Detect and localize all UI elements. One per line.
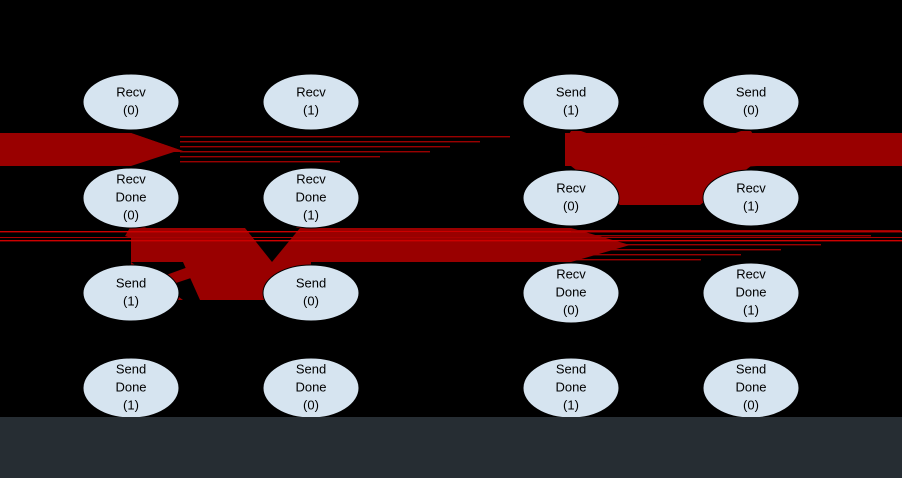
edge-send0-recv0-shaft bbox=[622, 133, 757, 175]
node-ellipse[interactable] bbox=[262, 73, 360, 131]
edge-scanlines bbox=[0, 136, 902, 261]
node-label: Send bbox=[116, 275, 146, 290]
node-label: Done bbox=[115, 189, 146, 204]
node-label: Recv bbox=[556, 180, 586, 195]
node-label: Send bbox=[296, 361, 326, 376]
node-label: (1) bbox=[743, 302, 759, 317]
node-label: Recv bbox=[736, 266, 766, 281]
node-label: Send bbox=[736, 84, 766, 99]
node-label: (0) bbox=[123, 207, 139, 222]
node-label: Done bbox=[735, 379, 766, 394]
node-label: (1) bbox=[563, 397, 579, 412]
node-label: (0) bbox=[563, 302, 579, 317]
node-label: (1) bbox=[123, 293, 139, 308]
node-label: (1) bbox=[303, 207, 319, 222]
status-bar bbox=[0, 417, 902, 478]
graph-node[interactable]: Send (0) bbox=[702, 73, 800, 131]
node-layer[interactable]: Recv(0)Recv(1)Send(1)Send(0)RecvDone(0)R… bbox=[82, 73, 800, 419]
node-label: Send bbox=[296, 275, 326, 290]
node-label: (1) bbox=[743, 198, 759, 213]
graph-node[interactable]: Send (1) bbox=[82, 264, 180, 322]
node-ellipse[interactable] bbox=[82, 264, 180, 322]
node-label: Done bbox=[115, 379, 146, 394]
node-label: Recv bbox=[116, 84, 146, 99]
graph-node[interactable]: Recv (0) bbox=[82, 73, 180, 131]
graph-node[interactable]: Recv (1) bbox=[262, 73, 360, 131]
node-label: Send bbox=[736, 361, 766, 376]
edge-left-cross-wedge-a bbox=[245, 228, 300, 262]
node-label: Done bbox=[735, 284, 766, 299]
node-ellipse[interactable] bbox=[522, 73, 620, 131]
node-ellipse[interactable] bbox=[702, 169, 800, 227]
node-label: (0) bbox=[303, 397, 319, 412]
node-ellipse[interactable] bbox=[702, 73, 800, 131]
graph-node[interactable]: Send (0) bbox=[262, 264, 360, 322]
node-label: Done bbox=[295, 379, 326, 394]
edge-recv0mid-recvdone0b-band bbox=[311, 228, 571, 262]
node-label: Recv bbox=[116, 171, 146, 186]
node-label: (0) bbox=[743, 102, 759, 117]
node-ellipse[interactable] bbox=[82, 73, 180, 131]
node-label: (0) bbox=[123, 102, 139, 117]
node-label: Done bbox=[555, 379, 586, 394]
node-label: Recv bbox=[296, 171, 326, 186]
node-label: (0) bbox=[563, 198, 579, 213]
node-ellipse[interactable] bbox=[522, 169, 620, 227]
node-label: (0) bbox=[743, 397, 759, 412]
node-ellipse[interactable] bbox=[522, 262, 620, 324]
node-ellipse[interactable] bbox=[82, 167, 180, 229]
node-label: Send bbox=[116, 361, 146, 376]
graph-node[interactable]: Send (1) bbox=[522, 73, 620, 131]
node-ellipse[interactable] bbox=[702, 262, 800, 324]
node-label: Done bbox=[295, 189, 326, 204]
node-ellipse[interactable] bbox=[262, 264, 360, 322]
node-label: Recv bbox=[296, 84, 326, 99]
node-label: Recv bbox=[556, 266, 586, 281]
node-label: Recv bbox=[736, 180, 766, 195]
node-label: Send bbox=[556, 361, 586, 376]
node-label: (1) bbox=[563, 102, 579, 117]
node-label: (0) bbox=[303, 293, 319, 308]
node-label: Send bbox=[556, 84, 586, 99]
graph-node[interactable]: Recv (1) bbox=[702, 169, 800, 227]
node-label: Done bbox=[555, 284, 586, 299]
node-label: (1) bbox=[123, 397, 139, 412]
node-ellipse[interactable] bbox=[262, 167, 360, 229]
node-label: (1) bbox=[303, 102, 319, 117]
graph-node[interactable]: Recv (0) bbox=[522, 169, 620, 227]
edge-recv0-recvdone0-head bbox=[131, 133, 186, 152]
